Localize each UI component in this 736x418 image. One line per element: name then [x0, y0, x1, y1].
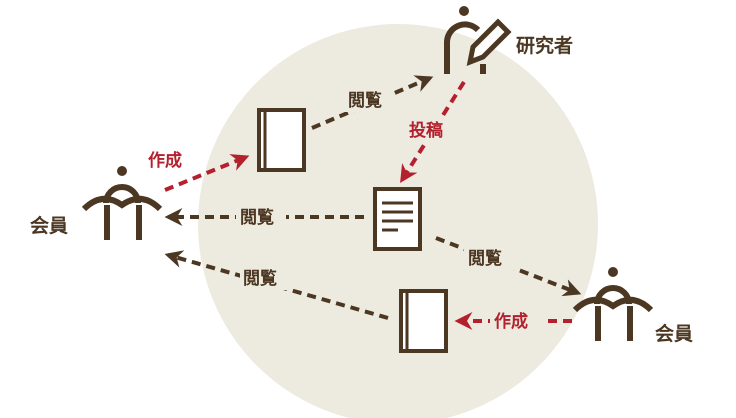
book-icon [399, 289, 448, 353]
member-icon [84, 166, 160, 240]
book-icon [257, 108, 306, 172]
member-left-label: 会員 [30, 214, 68, 237]
label-post: 投稿 [409, 120, 443, 141]
researcher-label: 研究者 [516, 34, 573, 57]
label-create-top: 作成 [148, 150, 182, 171]
label-view-doc-left: 閲覧 [240, 207, 274, 228]
label-create-bottom: 作成 [494, 311, 528, 332]
researcher-icon [444, 6, 512, 74]
label-view-doc-right: 閲覧 [468, 248, 502, 269]
arrow-post [400, 80, 466, 184]
document-icon [373, 187, 422, 251]
member-right-label: 会員 [655, 322, 693, 345]
label-view-researcher: 閲覧 [348, 90, 382, 111]
arrow-view-book-left [164, 250, 389, 320]
label-view-book-left: 閲覧 [243, 268, 277, 289]
